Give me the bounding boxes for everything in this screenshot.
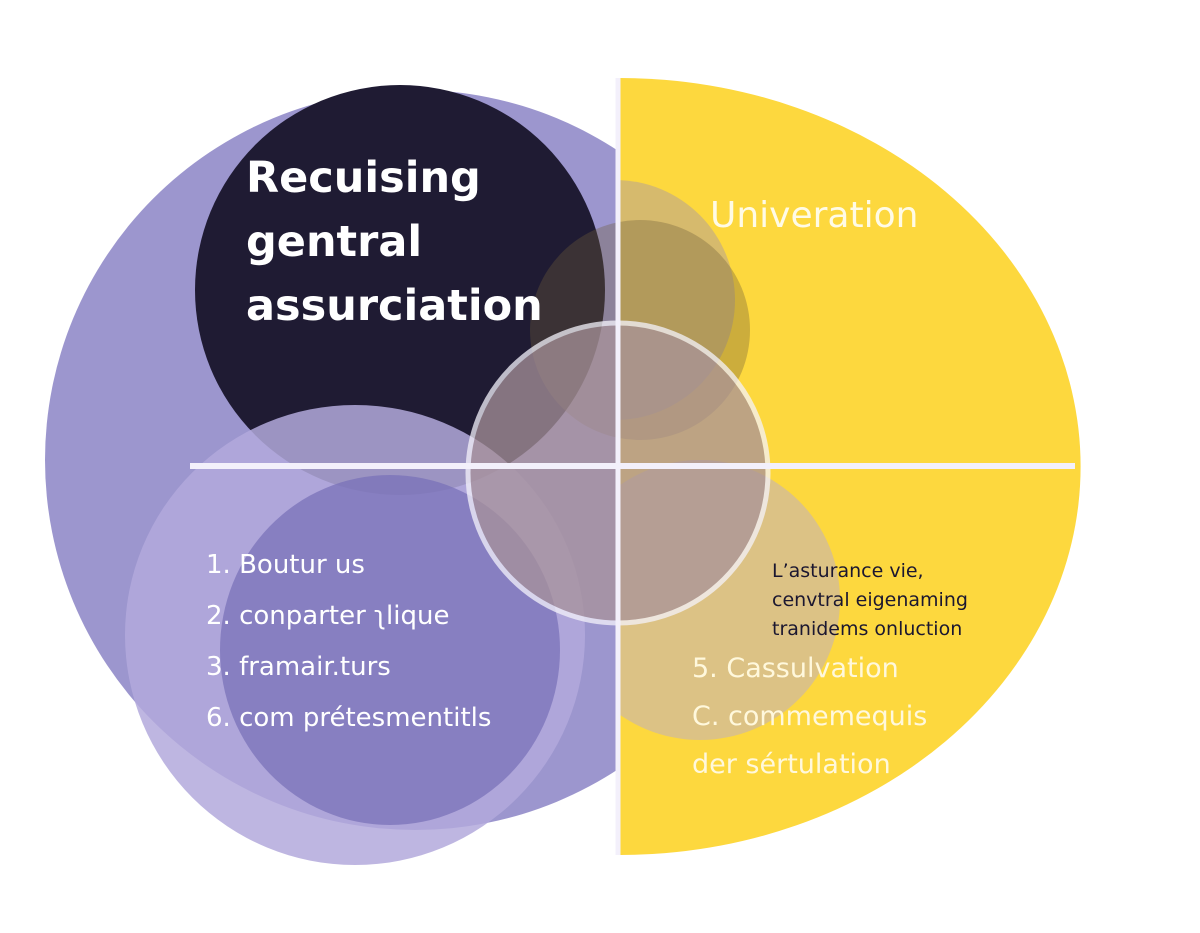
- right-note-line: L’asturance vie,: [772, 560, 924, 582]
- left-list-item: 1. Boutur us: [206, 550, 365, 580]
- dark-circle-title: Recuising gentral assurciation: [246, 146, 543, 338]
- dark-title-line-1: Recuising: [246, 153, 481, 203]
- left-list-item: 2. conparter ʅlique: [206, 601, 450, 631]
- dark-title-line-2: gentral: [246, 217, 423, 267]
- right-note-line: cenvtral eigenaming: [772, 589, 968, 611]
- right-note: L’asturance vie, cenvtral eigenaming tra…: [772, 557, 968, 644]
- right-list-item: 5. Cassulvation: [692, 653, 899, 684]
- yellow-title: Univeration: [710, 195, 919, 236]
- right-note-line: tranidems onluction: [772, 618, 963, 640]
- purple-overlap-lower: [220, 475, 560, 825]
- right-list: 5. Cassulvation C. commemequis der sértu…: [692, 645, 927, 789]
- left-list-item: 3. framair.turs: [206, 652, 391, 682]
- right-list-item: C. commemequis: [692, 701, 928, 732]
- right-list-item: der sértulation: [692, 749, 891, 780]
- left-list-item: 6. com prétesmentitls: [206, 703, 492, 733]
- left-list: 1. Boutur us 2. conparter ʅlique 3. fram…: [206, 540, 491, 744]
- dark-title-line-3: assurciation: [246, 281, 543, 331]
